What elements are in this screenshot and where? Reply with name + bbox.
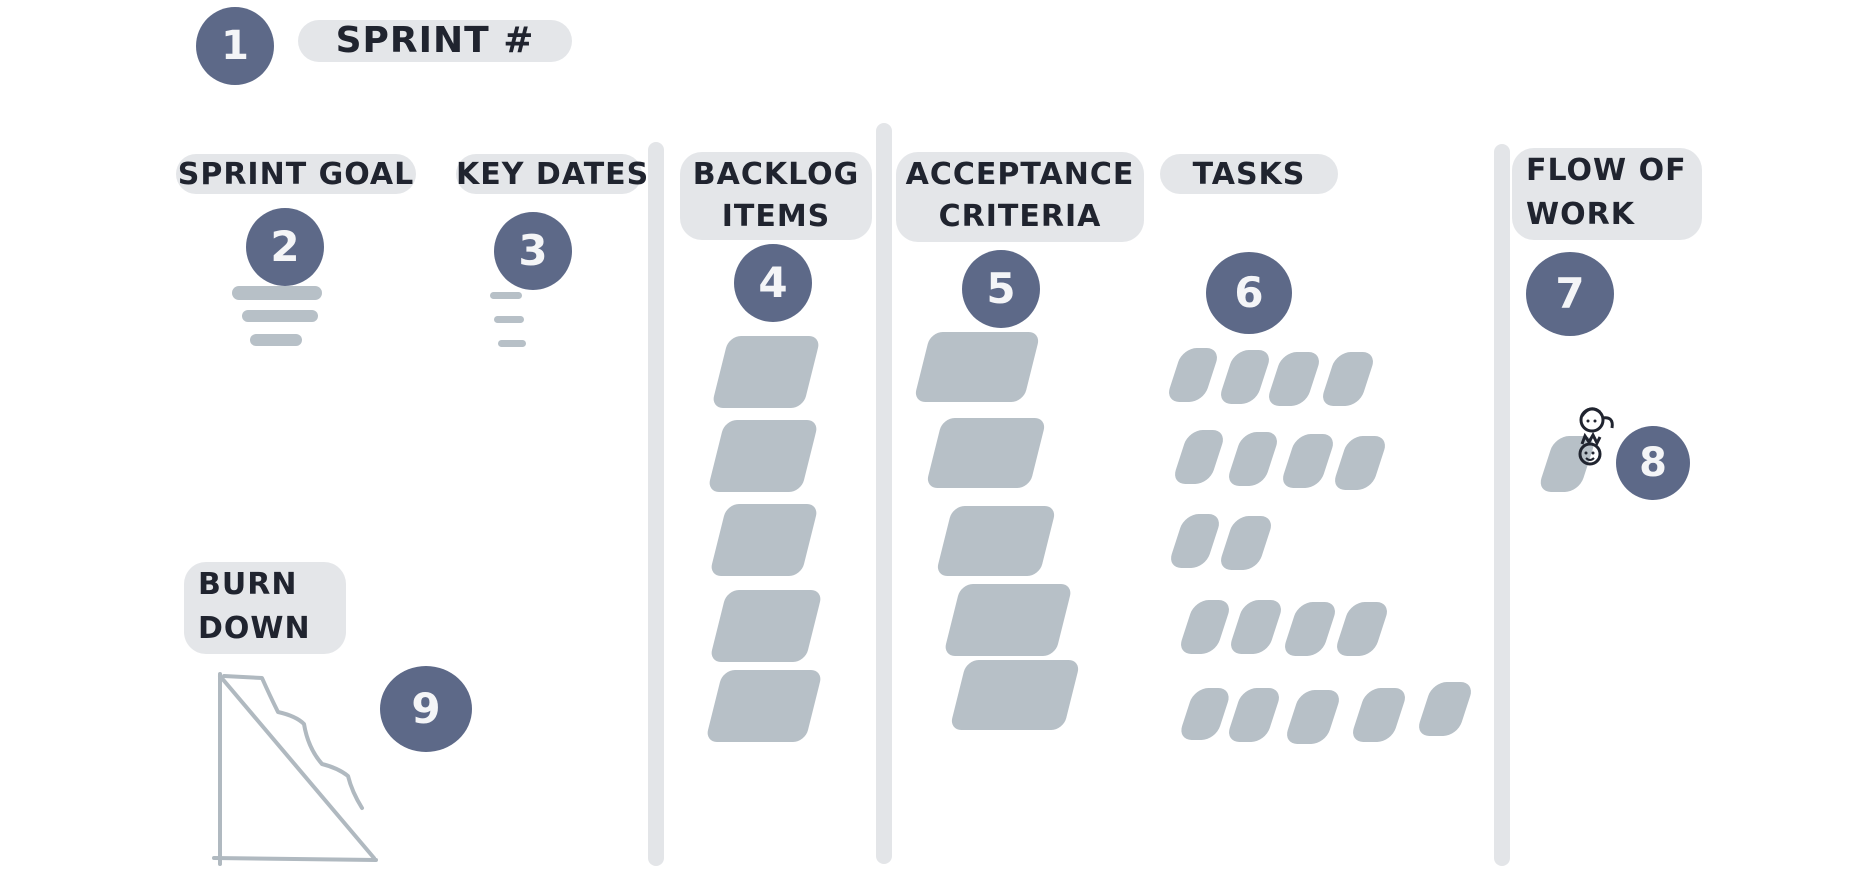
badge-1-number: 1 — [221, 23, 249, 69]
key-dates-text-line — [490, 292, 522, 299]
badge-4: 4 — [734, 244, 812, 322]
task-note — [1177, 688, 1233, 740]
badge-3: 3 — [494, 212, 572, 290]
sprint-goal-label: SPRINT GOAL — [176, 154, 416, 194]
divider-2 — [876, 123, 892, 864]
task-note — [1331, 436, 1389, 490]
acceptance-criteria-card — [913, 332, 1041, 402]
backlog-item-card — [705, 670, 823, 742]
backlog-items-label-line1: BACKLOG — [692, 157, 860, 192]
sprint-goal-text-line — [250, 334, 302, 346]
badge-6: 6 — [1206, 252, 1292, 334]
task-note — [1167, 514, 1223, 568]
flow-of-work-label-line1: FLOW OF — [1526, 153, 1687, 188]
badge-5: 5 — [962, 250, 1040, 328]
sprint-goal-text-line — [232, 286, 322, 300]
sprint-number-label: SPRINT # — [298, 20, 572, 62]
task-note — [1279, 434, 1337, 488]
badge-7: 7 — [1526, 252, 1614, 336]
flow-of-work-label: FLOW OF WORK — [1512, 148, 1702, 240]
acceptance-criteria-label-line2: CRITERIA — [938, 199, 1102, 234]
task-note — [1165, 348, 1221, 402]
task-note — [1349, 688, 1409, 742]
sprint-goal-text-line — [242, 310, 318, 322]
badge-1: 1 — [196, 7, 274, 85]
task-note — [1415, 682, 1475, 736]
acceptance-criteria-label-line1: ACCEPTANCE — [905, 157, 1135, 192]
acceptance-criteria-card — [925, 418, 1047, 488]
tasks-label: TASKS — [1160, 154, 1338, 194]
task-note — [1227, 600, 1285, 654]
task-note — [1177, 600, 1233, 654]
key-dates-label: KEY DATES — [456, 154, 648, 194]
backlog-item-card — [709, 504, 819, 576]
burn-down-label: BURN DOWN — [184, 562, 346, 654]
backlog-items-label: BACKLOG ITEMS — [680, 152, 872, 240]
burn-down-chart-sketch — [212, 672, 378, 866]
key-dates-text-line — [494, 316, 524, 323]
burn-down-label-line2: DOWN — [198, 611, 311, 646]
badge-8: 8 — [1616, 426, 1690, 500]
acceptance-criteria-card — [949, 660, 1081, 730]
task-note — [1283, 690, 1343, 744]
task-note — [1319, 352, 1377, 406]
backlog-items-label-line2: ITEMS — [721, 199, 831, 234]
team-member-icon — [1578, 407, 1614, 466]
task-note — [1265, 352, 1323, 406]
task-note — [1333, 602, 1391, 656]
divider-1 — [648, 142, 664, 866]
burn-down-label-line1: BURN — [198, 567, 298, 602]
divider-3 — [1494, 144, 1510, 866]
flow-of-work-label-line2: WORK — [1526, 197, 1635, 232]
acceptance-criteria-label: ACCEPTANCE CRITERIA — [896, 152, 1144, 242]
task-note — [1281, 602, 1339, 656]
task-note — [1171, 430, 1227, 484]
badge-2: 2 — [246, 208, 324, 286]
task-note — [1225, 432, 1281, 486]
backlog-item-card — [711, 336, 821, 408]
backlog-item-card — [709, 590, 823, 662]
acceptance-criteria-card — [943, 584, 1073, 656]
task-note — [1225, 688, 1283, 742]
task-note — [1217, 516, 1275, 570]
backlog-item-card — [707, 420, 819, 492]
task-note — [1217, 350, 1273, 404]
key-dates-text-line — [498, 340, 526, 347]
acceptance-criteria-card — [935, 506, 1057, 576]
badge-9: 9 — [380, 666, 472, 752]
